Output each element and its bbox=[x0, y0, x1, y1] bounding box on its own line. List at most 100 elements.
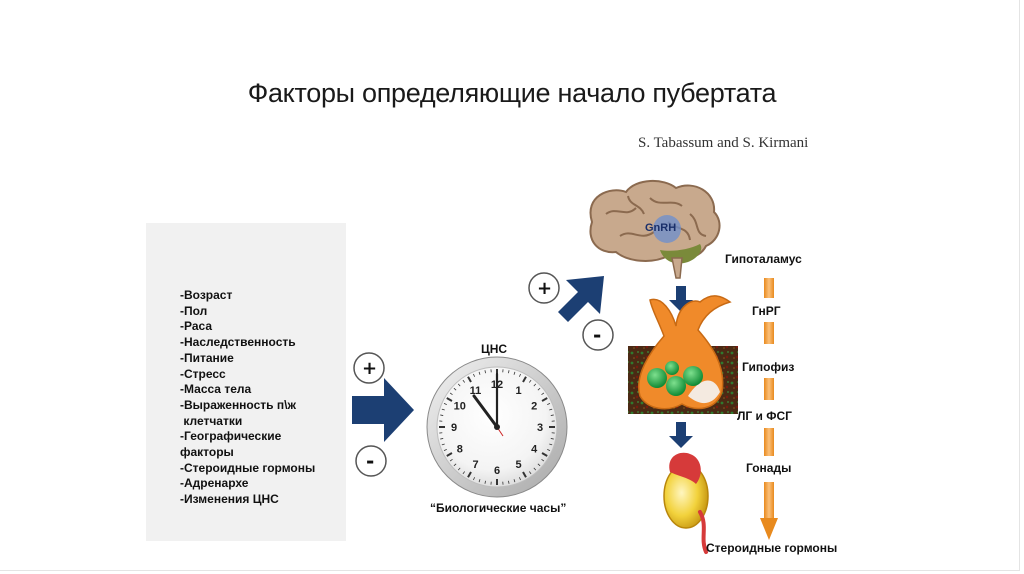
clock-number: 3 bbox=[537, 422, 543, 434]
clock-tick bbox=[453, 387, 457, 391]
clock-tick bbox=[484, 370, 486, 374]
clock-tick bbox=[449, 392, 453, 395]
factor-item: -Выраженность п\ж bbox=[180, 397, 296, 412]
lh-fsh-label: ЛГ и ФСГ bbox=[737, 409, 792, 423]
factor-item: -Географические bbox=[180, 429, 282, 444]
minus-sign-1: - bbox=[366, 449, 375, 473]
clock-number: 9 bbox=[451, 422, 457, 434]
plus-sign-1: + bbox=[362, 358, 378, 379]
minus-sign-2: - bbox=[593, 323, 602, 347]
brain-gnrh-label: GnRH bbox=[645, 222, 677, 234]
clock-tick bbox=[440, 438, 444, 440]
clock-tick bbox=[533, 467, 537, 471]
steroid-hormones-label: Стероидные гормоны bbox=[706, 541, 838, 555]
arrow-to-clock bbox=[352, 378, 414, 442]
clock-tick bbox=[462, 471, 465, 475]
hypothalamus-label: Гипоталамус bbox=[725, 252, 802, 266]
factor-item: -Адренархе bbox=[180, 476, 249, 491]
clock-tick bbox=[508, 480, 510, 484]
clock-tick bbox=[549, 443, 553, 446]
clock-tick bbox=[473, 477, 475, 481]
clock-tick bbox=[473, 373, 475, 377]
clock-tick bbox=[522, 471, 527, 478]
clock-tick bbox=[457, 383, 461, 387]
clock-tick bbox=[478, 371, 481, 375]
plus-sign-circle-2 bbox=[528, 272, 560, 304]
factor-item: факторы bbox=[180, 445, 234, 460]
clock-number: 1 bbox=[515, 385, 521, 397]
clock-tick bbox=[457, 467, 461, 471]
clock-number: 4 bbox=[531, 444, 538, 456]
minus-sign-circle-1 bbox=[355, 445, 387, 477]
clock-tick bbox=[462, 379, 465, 383]
clock-number: 2 bbox=[531, 401, 537, 413]
arrow-to-brain bbox=[558, 276, 604, 322]
clock-tick bbox=[467, 376, 472, 383]
hormone-axis-arrow bbox=[760, 278, 778, 540]
minus-sign-circle-2 bbox=[582, 319, 614, 351]
clock-tick bbox=[519, 477, 521, 481]
brain-icon bbox=[589, 180, 721, 279]
factor-item: -Наследственность bbox=[180, 335, 296, 350]
clock-tick bbox=[449, 459, 453, 462]
pituitary-gland bbox=[638, 295, 732, 410]
factor-item: -Стероидные гормоны bbox=[180, 460, 316, 475]
credit-text: S. Tabassum and S. Kirmani bbox=[638, 135, 809, 151]
clock-tick bbox=[467, 471, 472, 478]
clock-tick bbox=[550, 438, 554, 440]
clock-number: 10 bbox=[454, 401, 466, 413]
clock-number: 8 bbox=[457, 444, 463, 456]
arrow-pituitary-to-gonad bbox=[669, 422, 693, 448]
factor-item: -Раса bbox=[180, 319, 213, 334]
clock-icon: 121234567891011 bbox=[426, 356, 568, 498]
clock-number: 7 bbox=[472, 459, 478, 471]
clock-tick bbox=[513, 479, 516, 483]
clock-tick bbox=[533, 383, 537, 387]
plus-sign-circle-1 bbox=[353, 352, 385, 384]
clock-tick bbox=[549, 408, 553, 411]
clock-tick bbox=[529, 379, 532, 383]
clock-tick bbox=[478, 479, 481, 483]
factor-item: -Пол bbox=[180, 303, 208, 318]
clock-tick bbox=[513, 371, 516, 375]
factors-panel bbox=[146, 223, 346, 541]
clock-tick bbox=[547, 449, 551, 451]
clock-tick bbox=[519, 373, 521, 377]
clock-tick bbox=[441, 408, 445, 411]
gonads-label: Гонады bbox=[746, 461, 792, 475]
clock-number: 11 bbox=[470, 385, 482, 397]
factor-item: -Масса тела bbox=[180, 382, 252, 397]
clock-tick bbox=[446, 452, 453, 457]
gonad-icon bbox=[663, 452, 709, 554]
clock-tick bbox=[484, 480, 486, 484]
factor-item: -Изменения ЦНС bbox=[180, 492, 279, 507]
clock-number: 6 bbox=[494, 465, 500, 477]
clock-tick bbox=[550, 414, 554, 416]
factor-item: -Возраст bbox=[180, 288, 233, 302]
clock-tick bbox=[440, 414, 444, 416]
clock-tick bbox=[537, 463, 541, 467]
clock-tick bbox=[541, 392, 545, 395]
slide-title: Факторы определяющие начало пубертата bbox=[247, 78, 777, 108]
clock-tick bbox=[446, 397, 453, 402]
clock-tick bbox=[508, 370, 510, 374]
clock-tick bbox=[522, 376, 527, 383]
gnrg-label: ГнРГ bbox=[752, 304, 781, 318]
factor-item: -Питание bbox=[180, 350, 234, 365]
clock-number: 5 bbox=[515, 459, 521, 471]
clock-tick bbox=[541, 459, 545, 462]
clock-tick bbox=[453, 463, 457, 467]
clock-tick bbox=[443, 403, 447, 405]
factor-item: -Стресс bbox=[180, 366, 226, 381]
clock-caption: “Биологические часы” bbox=[430, 501, 567, 515]
plus-sign-2: + bbox=[537, 278, 553, 299]
clock-tick bbox=[541, 397, 548, 402]
cns-label: ЦНС bbox=[481, 342, 508, 356]
clock-tick bbox=[547, 403, 551, 405]
clock-tick bbox=[441, 443, 445, 446]
clock-tick bbox=[537, 387, 541, 391]
pituitary-label: Гипофиз bbox=[742, 360, 795, 374]
factors-list: -Возраст-Пол-Раса-Наследственность-Питан… bbox=[180, 288, 315, 508]
